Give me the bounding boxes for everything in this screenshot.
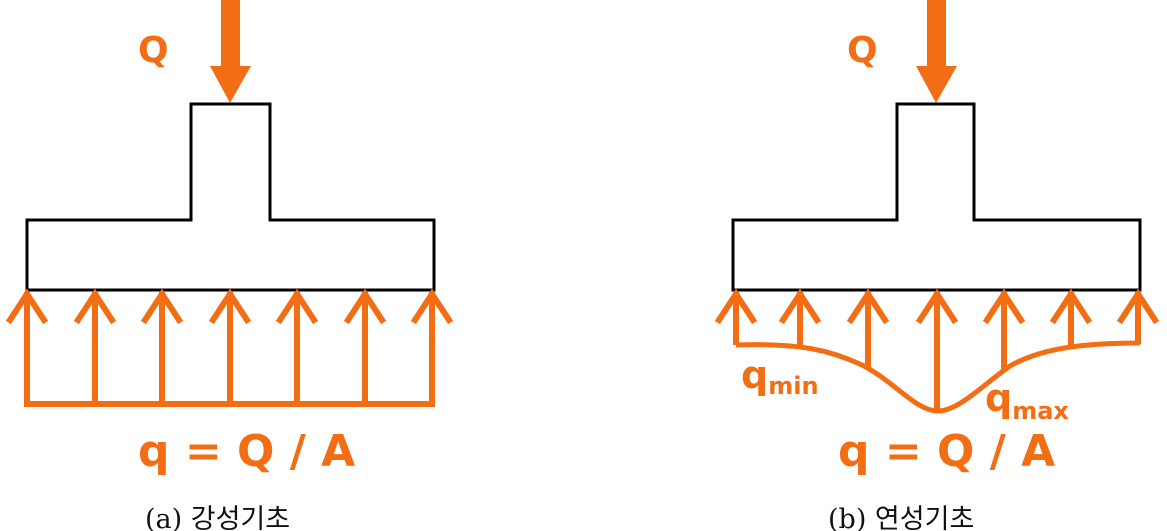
uniform-pressure-arrows [24, 292, 435, 407]
nonuniform-pressure-arrows [733, 292, 1141, 411]
load-arrow-b [916, 0, 957, 103]
qmin-label: qmin [741, 353, 819, 400]
footing-outline-a [25, 102, 436, 292]
caption-a: (a) 강성기초 [145, 504, 290, 531]
load-label-a: Q [138, 30, 169, 71]
qmax-label: qmax [985, 376, 1069, 425]
caption-b: (b) 연성기초 [828, 504, 974, 531]
formula-b: q = Q / A [838, 426, 1055, 477]
formula-a: q = Q / A [138, 426, 355, 477]
load-label-b: Q [847, 30, 878, 71]
rigid-foundation-diagram: Q q = Q / A (a) 강성기초 [10, 0, 449, 531]
flexible-foundation-diagram: Q qmin qmax q = Q / A (b) 연성기초 [719, 0, 1155, 531]
footing-outline-b [731, 102, 1142, 292]
load-arrow-a [210, 0, 251, 103]
